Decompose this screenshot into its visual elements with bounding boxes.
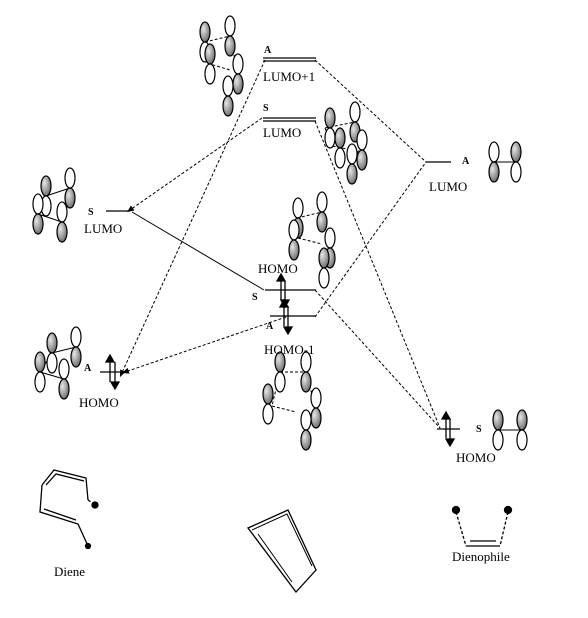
ts-homo-label: HOMO [258, 261, 298, 276]
dien-homo-electrons [440, 410, 456, 448]
ts-lumo1-symmetry: A [264, 45, 272, 56]
ts-lumo-orbital-diagram [324, 101, 368, 185]
ts-homo1-orbital-diagram [262, 351, 322, 451]
corr-diene-lumo-to-ts-homo [131, 211, 265, 291]
ts-lumo-symmetry: S [263, 103, 269, 114]
dien-homo-symmetry: S [476, 424, 482, 435]
ts-homo-orbital-diagram [288, 191, 336, 289]
ts-homo1-symmetry: A [266, 321, 274, 332]
ts-lumo1-orbital-diagram [199, 15, 244, 117]
corr-ts-lumo-to-diene-lumo [126, 117, 263, 213]
dienophile-caption: Dienophile [452, 549, 510, 564]
dien-homo-label: HOMO [456, 450, 496, 465]
diene-lumo-orbital-diagram [32, 167, 76, 243]
dien-lumo-symmetry: A [462, 156, 470, 167]
ts-homo1-electrons [278, 298, 294, 336]
diene-lumo-label: LUMO [84, 221, 123, 236]
diene-lumo-symmetry: S [88, 207, 94, 218]
corr-ts-lumo-to-dien-homo [314, 120, 441, 429]
corr-ts-lumo1-to-diene-homo [119, 59, 266, 378]
corr-ts-lumo1-to-dien-lumo [314, 59, 427, 163]
dien-homo-orbital-diagram [492, 409, 528, 451]
corr-ts-homo1-to-dien-lumo [314, 161, 427, 318]
diene-homo-orbital-diagram [34, 326, 82, 400]
dienophile-structure [451, 505, 513, 547]
diene-caption: Diene [54, 564, 86, 579]
ts-lumo-label: LUMO [263, 125, 302, 140]
ts-homo1-label: HOMO-1 [264, 342, 315, 357]
ts-homo-symmetry: S [252, 292, 258, 303]
dien-lumo-orbital-diagram [488, 141, 522, 183]
energy-levels [100, 57, 460, 430]
electron-pairs [104, 272, 456, 448]
diene-homo-label: HOMO [79, 395, 119, 410]
diene-structure [39, 469, 99, 550]
ts-lumo1-label: LUMO+1 [263, 69, 316, 84]
correlation-lines [119, 59, 441, 429]
dien-lumo-label: LUMO [429, 179, 468, 194]
corr-ts-homo-to-dien-homo [314, 289, 441, 429]
corr-ts-homo1-to-diene-homo [121, 316, 287, 374]
diene-homo-symmetry: A [84, 363, 92, 374]
diene-homo-electrons [104, 353, 121, 391]
cyclic-ts-structure [246, 509, 317, 594]
